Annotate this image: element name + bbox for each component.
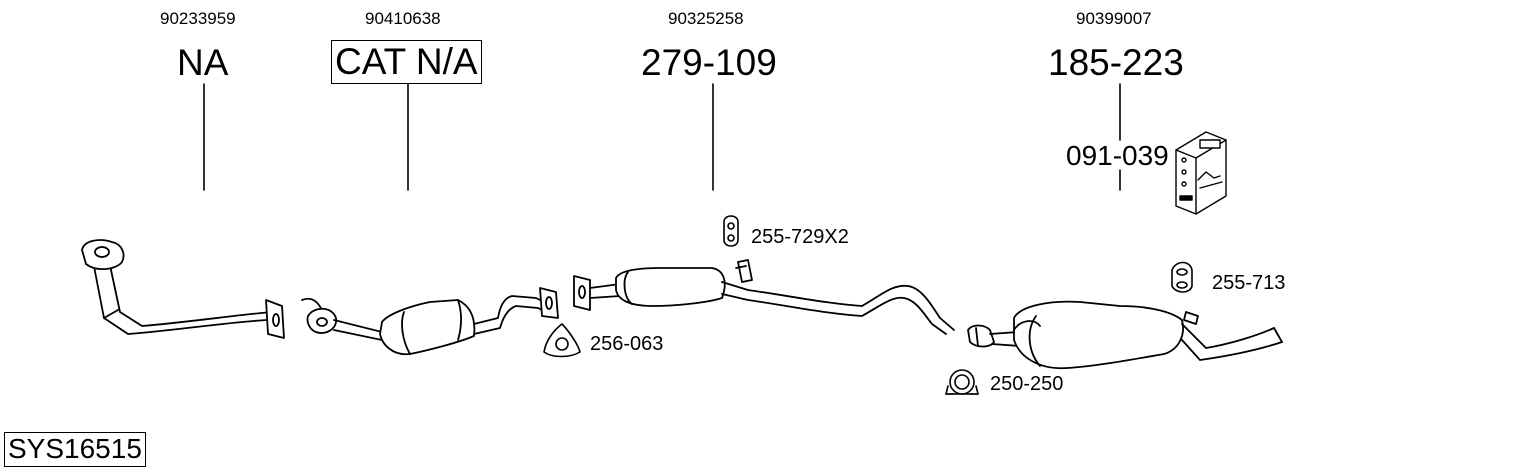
oem-number-279-109: 90325258: [668, 9, 744, 28]
fitting-kit-box-icon: [1175, 131, 1227, 215]
oem-number-cat: 90410638: [365, 9, 441, 28]
accessory-code-rubber-mount[interactable]: 255-713: [1212, 272, 1286, 294]
part-code-279-109[interactable]: 279-109: [641, 42, 777, 83]
centre-silencer[interactable]: [573, 259, 955, 335]
clamp-icon: [945, 369, 979, 395]
accessory-code-clamp[interactable]: 250-250: [990, 373, 1064, 395]
accessory-code-gasket[interactable]: 256-063: [590, 333, 664, 355]
fitting-kit-code[interactable]: 091-039: [1066, 140, 1169, 171]
part-code-cat[interactable]: CAT N/A: [331, 40, 482, 84]
front-pipe[interactable]: [81, 239, 285, 339]
part-code-185-223[interactable]: 185-223: [1048, 42, 1184, 83]
oem-number-185-223: 90399007: [1076, 9, 1152, 28]
rubber-hanger-icon: [723, 215, 739, 247]
rubber-mount-icon: [1171, 261, 1193, 293]
system-code: SYS16515: [4, 432, 146, 467]
part-code-na[interactable]: NA: [177, 42, 229, 83]
oem-number-na: 90233959: [160, 9, 236, 28]
accessory-code-hanger[interactable]: 255-729X2: [751, 226, 849, 248]
leader-lines: [203, 83, 1121, 191]
gasket-icon: [543, 323, 581, 358]
rear-silencer[interactable]: [967, 300, 1283, 370]
catalytic-converter[interactable]: [301, 287, 559, 356]
